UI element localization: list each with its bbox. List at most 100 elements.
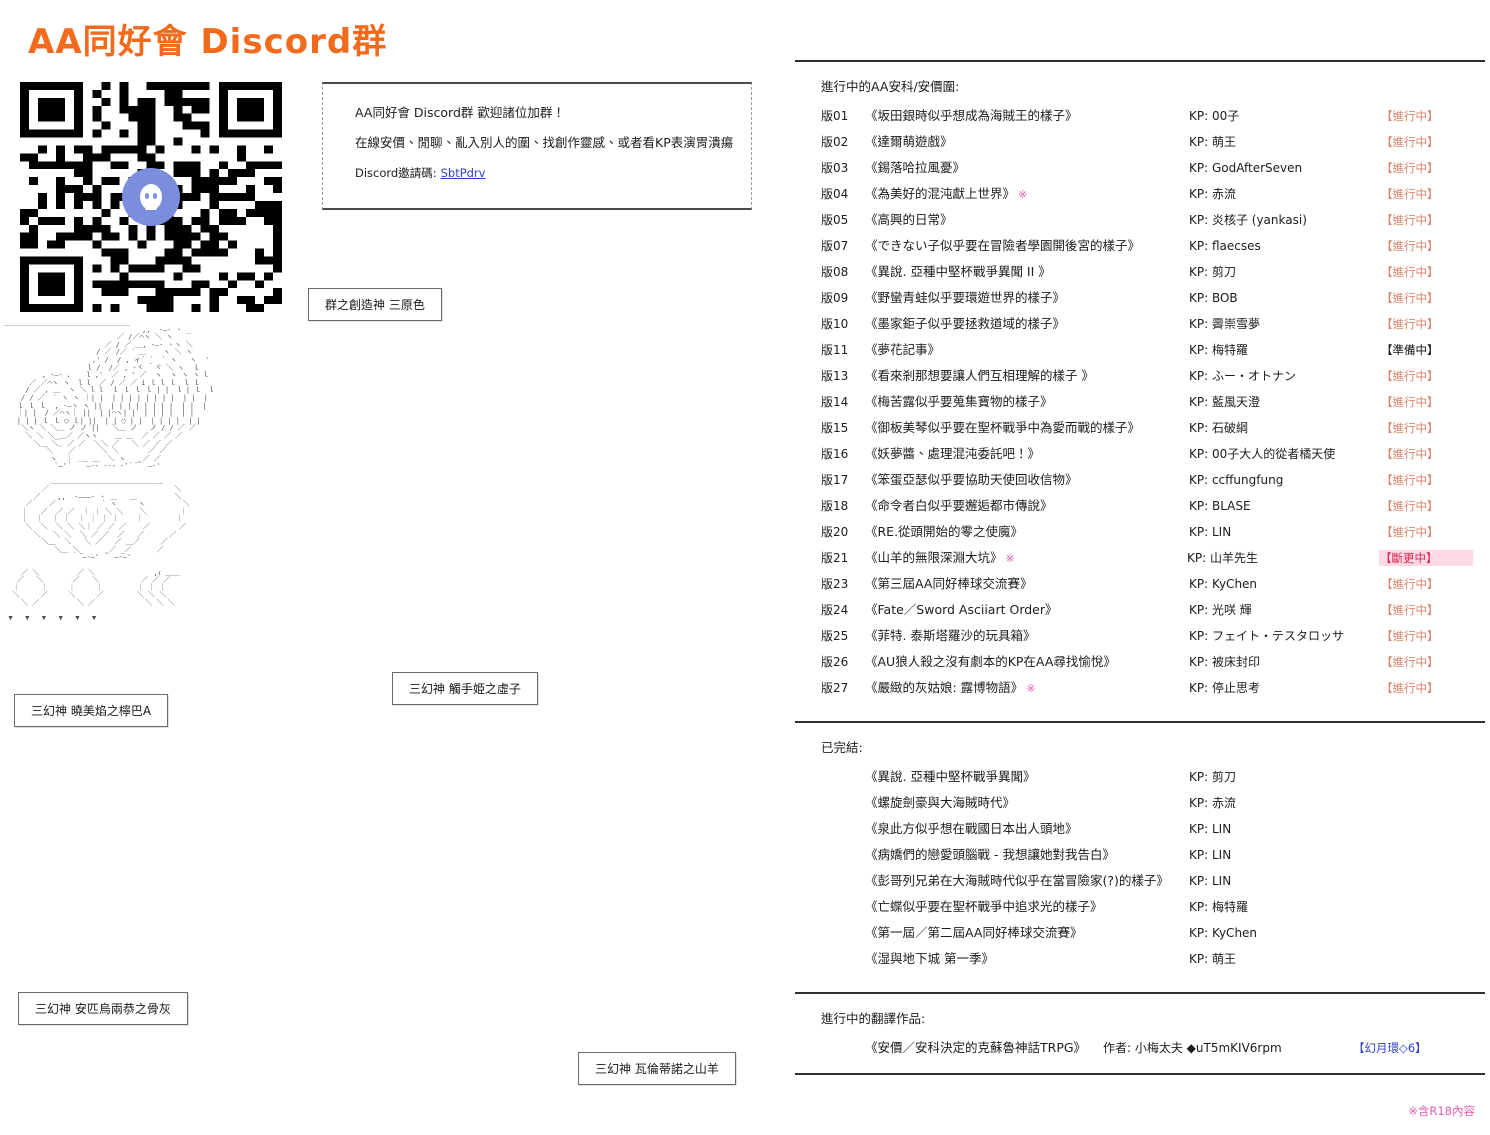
- entry-title[interactable]: 《Fate／Sword Asciiart Order》: [865, 602, 1058, 617]
- entry-title[interactable]: 《命令者白似乎要邂逅都市傳說》: [865, 498, 1053, 513]
- status-badge: 【進行中】: [1381, 629, 1439, 643]
- entry-version: 版04: [821, 187, 849, 201]
- entry-kp: KP: 剪刀: [1189, 265, 1236, 279]
- entry-title[interactable]: 《御板美琴似乎要在聖杯戰爭中為愛而戰的樣子》: [865, 420, 1141, 435]
- ongoing-list: 版01《坂田銀時似乎想成為海賊王的樣子》KP: 00子【進行中】版02《達爾萌遊…: [807, 105, 1473, 703]
- entry-title[interactable]: 《錫落哈拉風憂》: [865, 160, 966, 175]
- entry-kp: KP: LIN: [1189, 822, 1232, 836]
- section-translations: 進行中的翻譯作品: 《安價／安科決定的克蘇魯神話TRPG》作者: 小梅太夫 ◆u…: [795, 1008, 1485, 1073]
- entry-title[interactable]: 《亡蝶似乎要在聖杯戰爭中追求光的樣子》: [865, 899, 1103, 914]
- entry-title[interactable]: 《螺旋劍豪與大海賊時代》: [865, 795, 1016, 810]
- entry-title[interactable]: 《彭哥列兄弟在大海賊時代似乎在當冒險家(?)的樣子》: [865, 873, 1169, 888]
- table-row: 版21《山羊的無限深淵大坑》※KP: 山羊先生【斷更中】: [807, 547, 1473, 573]
- entry-title[interactable]: 《泉此方似乎想在戰國日本出人頭地》: [865, 821, 1078, 836]
- entry-title[interactable]: 《野蠻青蛙似乎要環遊世界的樣子》: [865, 290, 1066, 305]
- r18-marker-icon: ※: [1018, 188, 1028, 201]
- entry-kp: KP: LIN: [1189, 525, 1232, 539]
- entry-title[interactable]: 《為美好的混沌獻上世界》※: [865, 186, 1028, 201]
- translations-list: 《安價／安科決定的克蘇魯神話TRPG》 作者: 小梅太夫 ◆uT5mKIV6rpm…: [807, 1037, 1473, 1063]
- table-row: 版10《墨家鉅子似乎要拯救道域的樣子》KP: 霽崇雪夢【進行中】: [807, 313, 1473, 339]
- table-row: 《彭哥列兄弟在大海賊時代似乎在當冒險家(?)的樣子》 KP: LIN: [807, 870, 1473, 896]
- ascii-art: ______________________________ ,, -―- 、 …: [4, 318, 214, 623]
- entry-title[interactable]: 《梅苦露似乎要蒐集寶物的樣子》: [865, 394, 1053, 409]
- entry-version: 版05: [821, 213, 849, 227]
- entry-version: 版16: [821, 447, 849, 461]
- entry-title[interactable]: 《異說. 亞種中堅杯戰爭異聞 II 》: [865, 264, 1051, 279]
- divider-completed: [795, 721, 1485, 723]
- entry-version: 版08: [821, 265, 849, 279]
- entry-version: 版03: [821, 161, 849, 175]
- table-row: 版26《AU狼人殺之沒有劇本的KP在AA尋找愉悅》KP: 被床封印【進行中】: [807, 651, 1473, 677]
- invite-welcome-line: AA同好會 Discord群 歡迎諸位加群！: [355, 105, 565, 120]
- entry-version: 版14: [821, 395, 849, 409]
- status-badge: 【進行中】: [1381, 421, 1439, 435]
- entry-title[interactable]: 《AU狼人殺之沒有劇本的KP在AA尋找愉悅》: [865, 654, 1116, 669]
- aa-label-goat: 三幻神 瓦倫蒂諾之山羊: [578, 1052, 736, 1085]
- table-row: 版02《達爾萌遊戲》KP: 萌王【進行中】: [807, 131, 1473, 157]
- completed-heading: 已完結:: [821, 740, 863, 755]
- entry-title[interactable]: 《菲特. 泰斯塔羅沙的玩具箱》: [865, 628, 1036, 643]
- entry-kp: KP: 停止思考: [1189, 681, 1260, 695]
- table-row: 版11《夢花記事》KP: 梅特羅【準備中】: [807, 339, 1473, 365]
- entry-kp: KP: 赤流: [1189, 187, 1236, 201]
- r18-marker-icon: ※: [1026, 682, 1036, 695]
- entry-author: 作者: 小梅太夫 ◆uT5mKIV6rpm: [1103, 1041, 1282, 1055]
- status-badge: 【進行中】: [1381, 317, 1439, 331]
- entry-title[interactable]: 《笨蛋亞瑟似乎要協助天使回收信物》: [865, 472, 1078, 487]
- status-badge: 【進行中】: [1381, 447, 1439, 461]
- status-badge: 【進行中】: [1381, 577, 1439, 591]
- entry-kp: KP: 藍風天澄: [1189, 395, 1260, 409]
- entry-title[interactable]: 《嚴緻的灰姑娘: 露博物語》※: [865, 680, 1036, 695]
- entry-title[interactable]: 《異說. 亞種中堅杯戰爭異聞》: [865, 769, 1036, 784]
- entry-title[interactable]: 《安價／安科決定的克蘇魯神話TRPG》: [865, 1040, 1087, 1055]
- table-row: 版25《菲特. 泰斯塔羅沙的玩具箱》KP: フェイト・テスタロッサ【進行中】: [807, 625, 1473, 651]
- entry-kp: KP: ふー・オトナン: [1189, 369, 1296, 383]
- entry-kp: KP: 梅特羅: [1189, 900, 1248, 914]
- divider-top: [795, 60, 1485, 62]
- entry-kp: KP: BOB: [1189, 291, 1238, 305]
- status-badge: 【進行中】: [1381, 369, 1439, 383]
- status-badge: 【斷更中】: [1379, 550, 1473, 566]
- entry-kp: KP: 剪刀: [1189, 770, 1236, 784]
- table-row: 版09《野蠻青蛙似乎要環遊世界的樣子》KP: BOB【進行中】: [807, 287, 1473, 313]
- invite-code-link[interactable]: SbtPdrv: [440, 166, 486, 180]
- entry-version: 版26: [821, 655, 849, 669]
- entry-title[interactable]: 《できない子似乎要在冒險者學園開後宮的樣子》: [865, 238, 1141, 253]
- entry-title[interactable]: 《墨家鉅子似乎要拯救道域的樣子》: [865, 316, 1066, 331]
- status-badge: 【進行中】: [1381, 213, 1439, 227]
- table-row: 《安價／安科決定的克蘇魯神話TRPG》 作者: 小梅太夫 ◆uT5mKIV6rpm…: [807, 1037, 1473, 1063]
- ongoing-heading: 進行中的AA安科/安價圍:: [821, 79, 960, 94]
- entry-title[interactable]: 《病嬌們的戀愛頭腦戰 - 我想讓她對我告白》: [865, 847, 1115, 862]
- r18-marker-icon: ※: [1005, 552, 1015, 565]
- entry-title[interactable]: 《高興的日常》: [865, 212, 953, 227]
- entry-kp: KP: LIN: [1189, 874, 1232, 888]
- aa-label-ashes: 三幻神 安匹烏兩恭之骨灰: [18, 992, 188, 1025]
- table-row: 《異說. 亞種中堅杯戰爭異聞》 KP: 剪刀: [807, 766, 1473, 792]
- entry-title[interactable]: 《第三屆AA同好棒球交流賽》: [865, 576, 1033, 591]
- entry-kp: KP: LIN: [1189, 848, 1232, 862]
- entry-kp: KP: flaecses: [1189, 239, 1261, 253]
- section-completed: 已完結: 《異說. 亞種中堅杯戰爭異聞》 KP: 剪刀《螺旋劍豪與大海賊時代》 KP…: [795, 737, 1485, 992]
- entry-title[interactable]: 《看來剎那想要讓人們互相理解的樣子 》: [865, 368, 1094, 383]
- entry-version: 版17: [821, 473, 849, 487]
- table-row: 版18《命令者白似乎要邂逅都市傳說》KP: BLASE【進行中】: [807, 495, 1473, 521]
- r18-footnote: ※含R18內容: [1408, 1104, 1475, 1118]
- entry-title[interactable]: 《第一屆／第二屆AA同好棒球交流賽》: [865, 925, 1083, 940]
- entry-title[interactable]: 《RE.從頭開始的零之使魔》: [865, 524, 1024, 539]
- entry-title[interactable]: 《坂田銀時似乎想成為海賊王的樣子》: [865, 108, 1078, 123]
- entry-title[interactable]: 《湿與地下城 第一季》: [865, 951, 994, 966]
- table-row: 版24《Fate／Sword Asciiart Order》KP: 光咲 輝【進…: [807, 599, 1473, 625]
- entry-title[interactable]: 《夢花記事》: [865, 342, 941, 357]
- entry-kp: KP: BLASE: [1189, 499, 1251, 513]
- table-row: 版05《高興的日常》KP: 炎核子 (yankasi)【進行中】: [807, 209, 1473, 235]
- entry-version: 版23: [821, 577, 849, 591]
- table-row: 版15《御板美琴似乎要在聖杯戰爭中為愛而戰的樣子》KP: 石破綱【進行中】: [807, 417, 1473, 443]
- entry-title[interactable]: 《妖夢醬、處理混沌委託吧！》: [865, 446, 1041, 461]
- qr-code[interactable]: [20, 82, 282, 312]
- table-row: 《泉此方似乎想在戰國日本出人頭地》 KP: LIN: [807, 818, 1473, 844]
- status-badge: 【進行中】: [1381, 135, 1439, 149]
- status-badge: 【進行中】: [1381, 603, 1439, 617]
- entry-title[interactable]: 《達爾萌遊戲》: [865, 134, 953, 149]
- entry-title[interactable]: 《山羊的無限深淵大坑》※: [865, 550, 1015, 565]
- status-badge: 【進行中】: [1381, 681, 1439, 695]
